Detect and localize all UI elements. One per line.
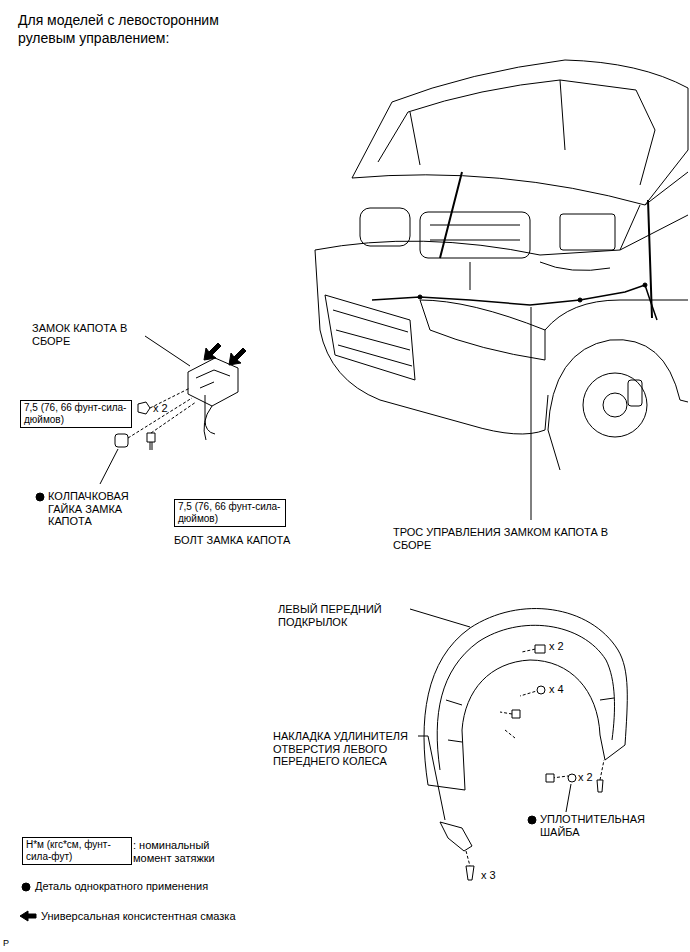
hood-lock-part: [36, 493, 44, 501]
hood-lock-part: [145, 336, 190, 366]
fender-liner-part: [528, 816, 536, 824]
cable-part: [643, 283, 647, 287]
car-illustration-part: [430, 225, 520, 240]
car-illustration-part: [545, 300, 688, 330]
part-name: КОЛПАЧКОВАЯ ГАЙКА ЗАМКА КАПОТА: [48, 490, 148, 528]
legend-text: Универсальная консистентная смазка: [41, 910, 261, 923]
legend-symbols: [20, 883, 36, 921]
fender-liner-part: [537, 686, 545, 694]
fender-liner-part: [424, 609, 627, 790]
car-illustration: [315, 60, 688, 470]
part-name: ЛЕВЫЙ ПЕРЕДНИЙ ПОДКРЫЛОК: [278, 603, 408, 628]
torque-value: 7,5 (76, 66 фунт-сила-дюймов): [178, 501, 282, 525]
car-illustration-part: [420, 212, 530, 258]
part-name: ТРОС УПРАВЛЕНИЯ ЗАМКОМ КАПОТА В СБОРЕ: [393, 526, 633, 551]
car-illustration-part: [583, 373, 647, 437]
car-illustration-part: [628, 380, 642, 406]
cable: [372, 283, 657, 520]
page-title: Для моделей с левосторонним рулевым упра…: [18, 12, 280, 47]
fender-liner-part: [597, 780, 603, 792]
fender-liner-part: [566, 784, 571, 812]
fender-liner-part: [600, 760, 604, 780]
hood-lock-part: [128, 398, 192, 438]
cable-part: [531, 307, 532, 520]
quantity: x 2: [153, 402, 179, 415]
fender-liner-part: [535, 645, 545, 653]
fender-liner: [410, 609, 627, 824]
torque-box: Н*м (кгс*см, фунт-сила-фут): [22, 837, 132, 865]
quantity: x 3: [481, 869, 507, 882]
torque-value: Н*м (кгс*см, фунт-сила-фут): [26, 839, 128, 863]
car-illustration-part: [603, 393, 627, 417]
quantity: x 2: [549, 640, 575, 653]
car-illustration-part: [352, 60, 688, 205]
part-name: НАКЛАДКА УДЛИНИТЕЛЯ ОТВЕРСТИЯ ЛЕВОГО ПЕР…: [273, 730, 423, 768]
car-illustration-part: [315, 250, 548, 434]
fender-liner-part: [410, 609, 470, 627]
car-illustration-part: [325, 295, 415, 380]
extension-pad-part: [418, 736, 445, 820]
car-illustration-part: [360, 208, 410, 246]
quantity: x 4: [549, 683, 575, 696]
fender-liner-part: [512, 710, 520, 718]
fender-liner-part: [546, 774, 554, 782]
fender-liner-part: [446, 698, 614, 742]
legend-text: Деталь однократного применения: [35, 880, 255, 893]
extension-pad-part: [466, 866, 474, 880]
hood-lock-part: [196, 370, 230, 388]
hood-lock-part: [151, 402, 196, 433]
torque-value: 7,5 (76, 66 фунт-сила-дюймов): [24, 402, 128, 426]
torque-box: 7,5 (76, 66 фунт-сила-дюймов): [174, 499, 286, 527]
cable-part: [578, 298, 582, 302]
hood-lock-part: [204, 343, 221, 360]
car-illustration-part: [620, 172, 688, 250]
part-name: ЗАМОК КАПОТА В СБОРЕ: [32, 322, 144, 347]
extension-pad-part: [440, 822, 472, 851]
car-illustration-part: [440, 172, 652, 318]
car-illustration-part: [560, 214, 615, 250]
quantity: x 2: [578, 771, 604, 784]
torque-box: 7,5 (76, 66 фунт-сила-дюймов): [20, 400, 132, 428]
car-illustration-part: [333, 310, 412, 366]
hood-lock-part: [204, 406, 212, 440]
part-name: БОЛТ ЗАМКА КАПОТА: [174, 534, 304, 547]
hood-lock-part: [100, 449, 118, 484]
hood-lock-part: [147, 433, 155, 450]
hood-lock-part: [229, 348, 246, 365]
cable-part: [372, 285, 657, 320]
car-illustration-part: [410, 80, 565, 165]
cable-part: [418, 295, 422, 299]
car-illustration-part: [420, 300, 545, 360]
fender-liner-part: [568, 774, 576, 782]
legend-text: : номинальный момент затяжки: [133, 839, 237, 864]
car-illustration-part: [315, 241, 620, 255]
legend-symbols-part: [20, 911, 36, 921]
fender-liner-part: [437, 625, 614, 770]
fender-liner-part: [500, 712, 512, 714]
hood-lock-part: [115, 434, 128, 447]
hood-lock-part: [138, 402, 150, 414]
car-illustration-part: [548, 340, 688, 430]
car-illustration-part: [378, 80, 655, 185]
part-name: УПЛОТНИТЕЛЬНАЯ ШАЙБА: [540, 813, 680, 838]
page-mark: P: [3, 938, 17, 948]
extension-pad-part: [466, 851, 470, 866]
car-illustration-part: [548, 430, 560, 470]
fender-liner-part: [505, 730, 515, 738]
car-illustration-part: [470, 262, 610, 290]
extension-pad: [418, 736, 474, 880]
legend-symbols-part: [22, 883, 30, 891]
